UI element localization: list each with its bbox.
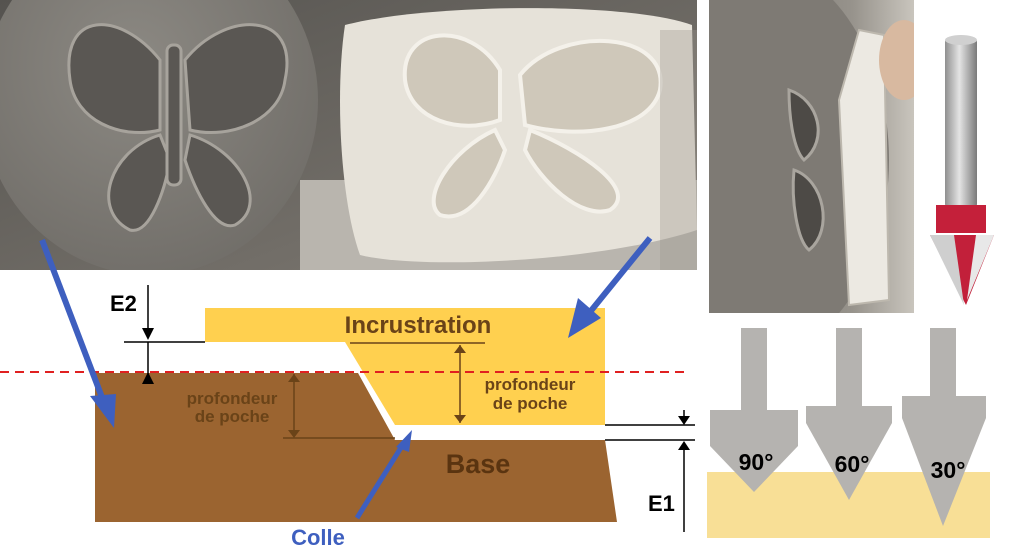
carved-butterfly [67,23,289,232]
right-depth-label-2: de poche [493,394,568,413]
bit-30 [902,328,986,526]
glue-label: Colle [291,525,345,550]
bit-red-body [936,205,986,233]
base-layer [95,373,617,522]
e2-label: E2 [110,291,137,316]
left-depth-label-2: de poche [195,407,270,426]
bit-90 [710,328,798,492]
bit-30-label: 30° [931,457,966,483]
bit-60 [806,328,892,500]
photo-inlay-side-view [709,0,914,313]
inlay-title: Incrustration [345,312,492,339]
inlay-butterfly [402,33,663,219]
photo-carved-butterfly [0,0,697,270]
inlay-edge [837,28,891,307]
inlay-layer [205,308,605,425]
base-title: Base [446,449,511,479]
right-depth-label-1: profondeur [485,375,576,394]
e1-label: E1 [648,491,675,516]
blue-arrow-right [568,298,601,338]
glue-arrow-head [396,430,412,452]
bit-shank [945,38,977,208]
photo-v-bit [914,0,1010,313]
side-carving [787,87,825,252]
bit-60-label: 60° [835,451,870,477]
left-depth-label-1: profondeur [187,389,278,408]
blue-arrow-left [90,394,116,428]
bit-90-label: 90° [739,449,774,475]
